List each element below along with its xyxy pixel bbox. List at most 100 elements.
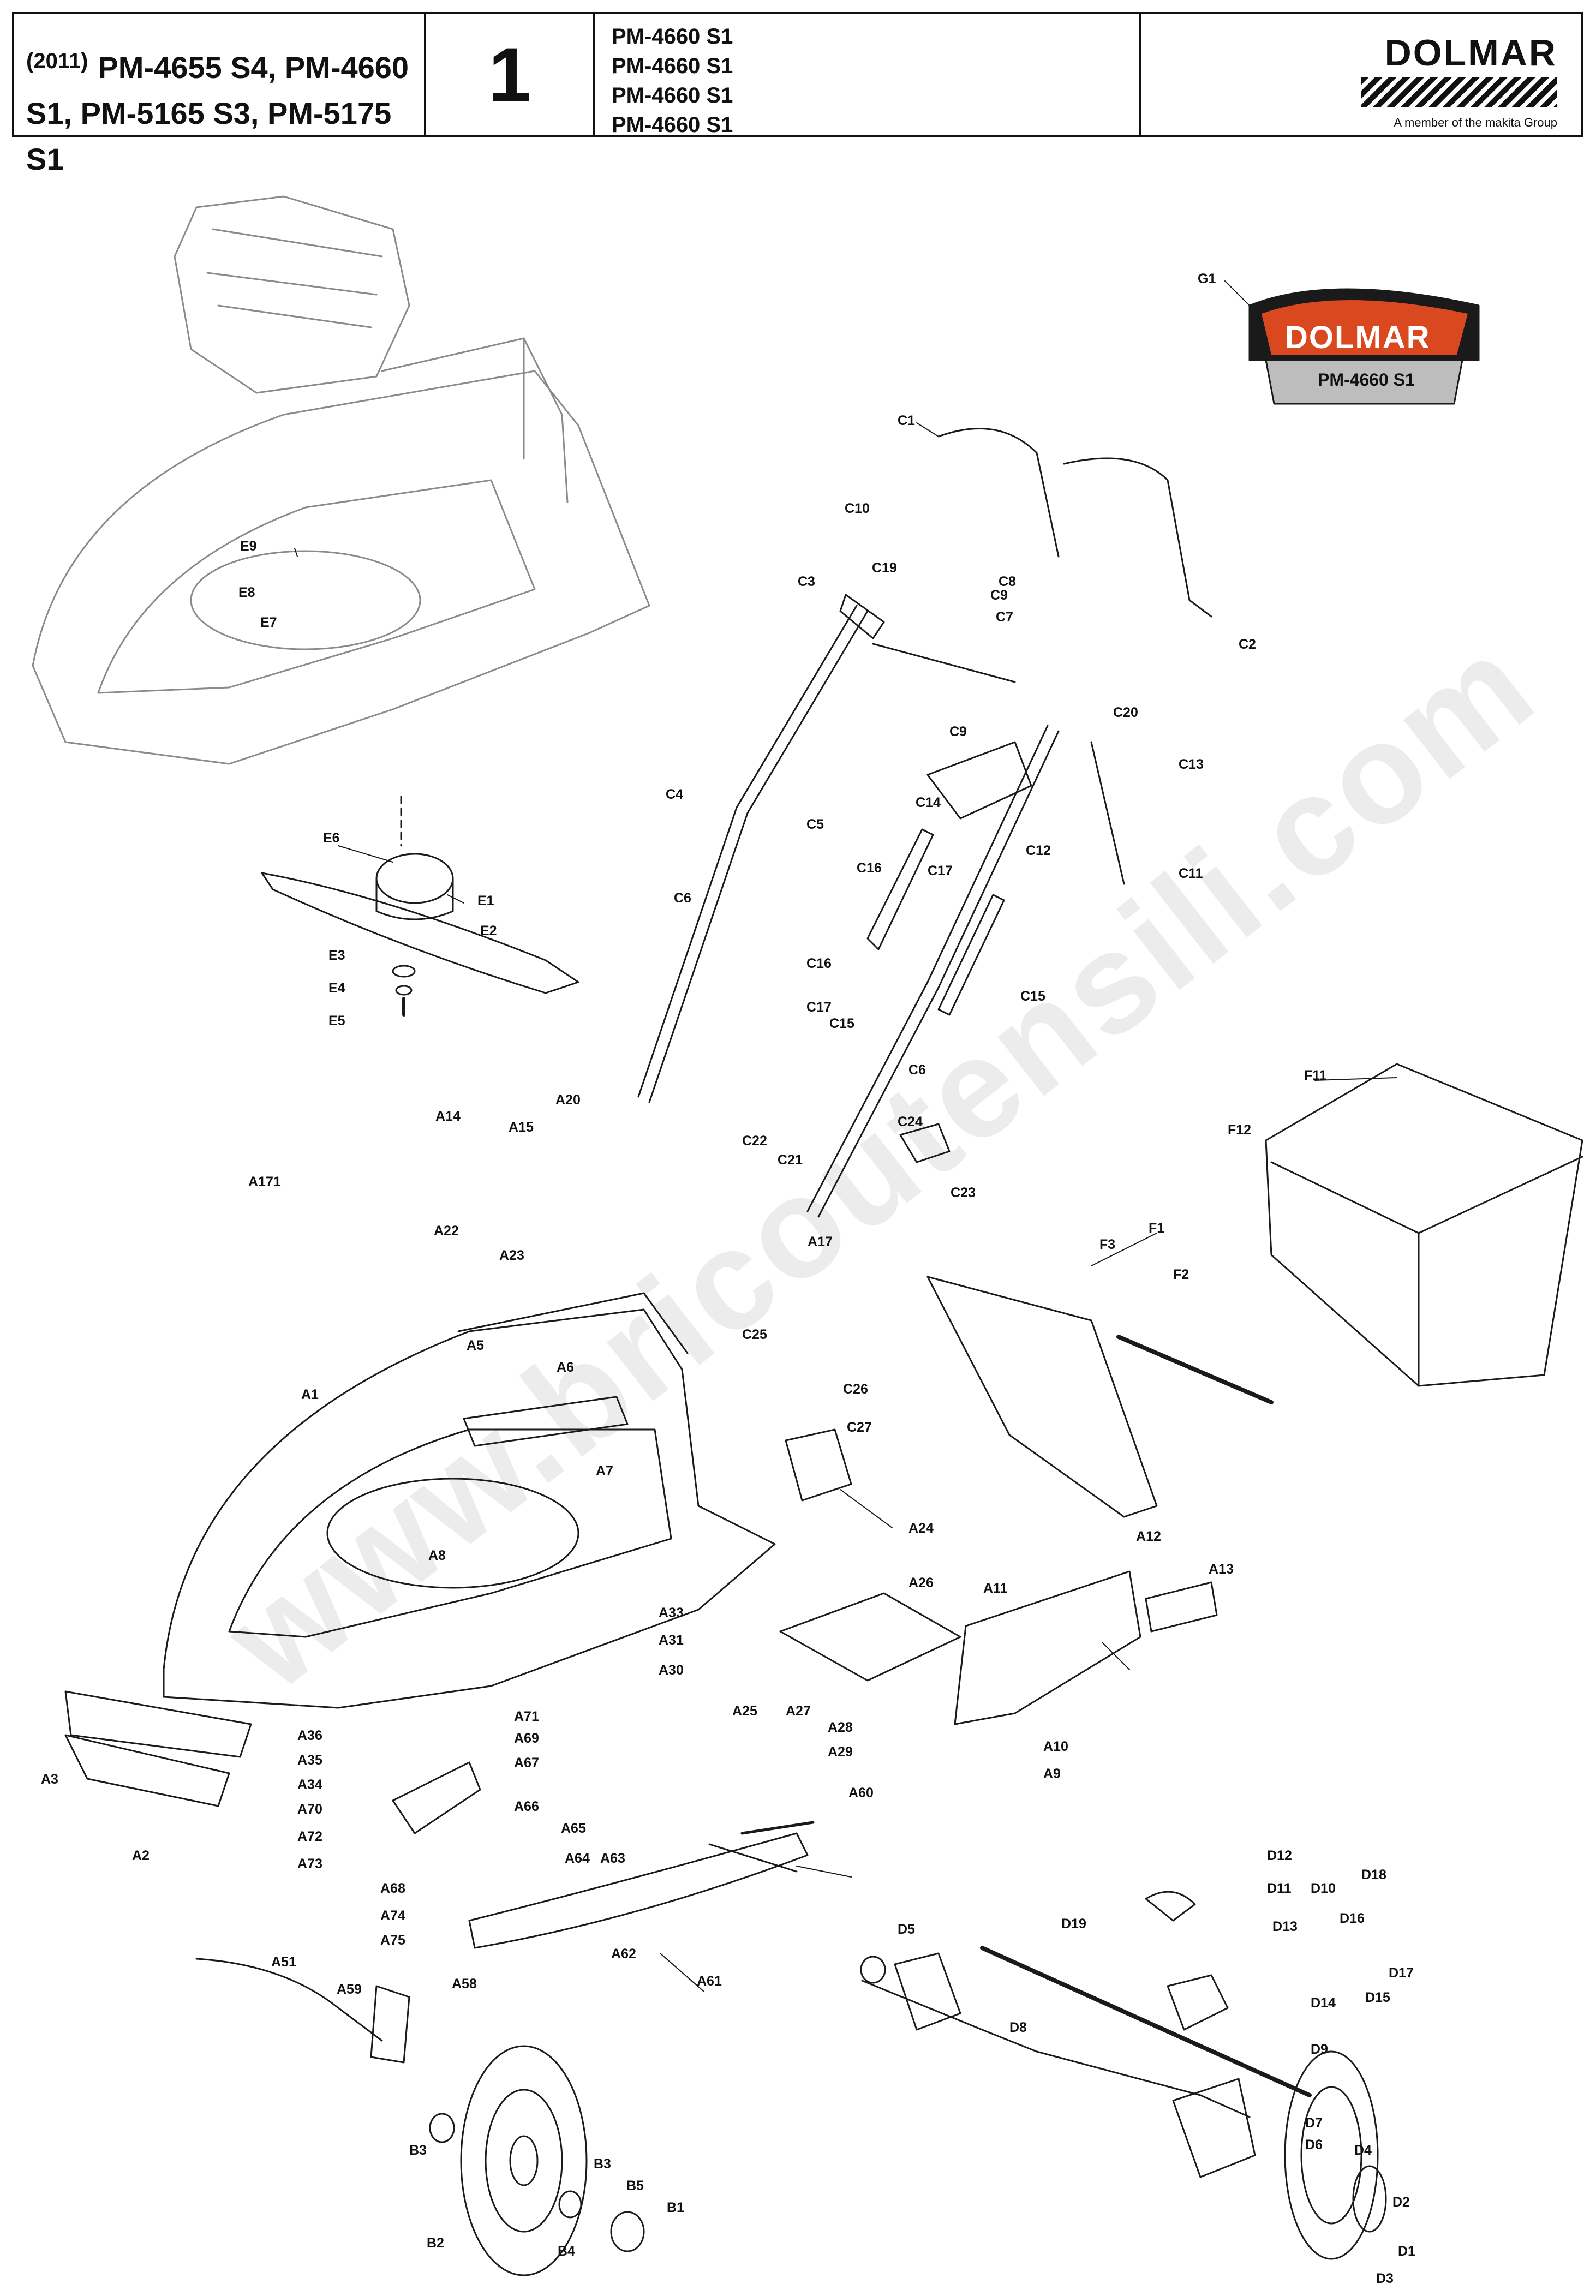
part-label: D15	[1365, 1990, 1390, 2005]
part-label: A1	[301, 1387, 319, 1402]
part-label: F3	[1099, 1237, 1116, 1252]
part-label: C12	[1026, 843, 1051, 858]
part-label: C13	[1179, 757, 1204, 772]
part-label: C24	[898, 1114, 923, 1129]
part-label: A15	[509, 1120, 534, 1135]
part-label: D1	[1398, 2244, 1415, 2259]
part-label: A29	[828, 1744, 853, 1760]
part-label: D17	[1389, 1965, 1414, 1981]
part-label: A72	[297, 1829, 322, 1844]
part-label: C9	[949, 724, 967, 739]
part-label: C11	[1179, 866, 1203, 881]
part-label: A61	[697, 1974, 722, 1989]
part-label: A70	[297, 1802, 322, 1817]
part-label: A9	[1043, 1766, 1061, 1781]
engine-deck-assembly	[32, 195, 650, 765]
part-label: D8	[1009, 2020, 1027, 2035]
part-label: C8	[999, 574, 1016, 589]
brand-logo: DOLMAR	[1384, 32, 1557, 74]
part-label: C4	[666, 787, 683, 802]
part-label: A33	[659, 1605, 684, 1621]
rear-wheel	[429, 2045, 645, 2276]
part-label: B3	[594, 2156, 611, 2172]
part-label: A68	[380, 1881, 405, 1896]
part-label: A63	[600, 1851, 625, 1866]
part-label: A171	[248, 1174, 281, 1189]
part-label: D13	[1272, 1919, 1298, 1934]
drive-assembly	[860, 1891, 1387, 2260]
part-label: E9	[240, 539, 257, 554]
part-label: D11	[1267, 1881, 1292, 1896]
variant-line: PM-4660 S1	[612, 113, 733, 137]
models-line-1: PM-4655 S4, PM-4660	[98, 50, 409, 85]
part-label: A60	[848, 1785, 874, 1801]
part-label: C22	[742, 1133, 767, 1149]
part-label: A27	[786, 1703, 811, 1719]
part-label: C3	[798, 574, 815, 589]
part-label: A14	[435, 1109, 461, 1124]
page-number: 1	[488, 32, 531, 117]
part-label: C5	[806, 817, 824, 832]
part-label: A10	[1043, 1739, 1068, 1754]
mower-deck	[64, 1292, 776, 1807]
deck-accessories	[779, 1428, 1218, 1725]
part-label: A69	[514, 1731, 539, 1746]
part-label: A67	[514, 1755, 539, 1771]
year-label: (2011)	[26, 49, 88, 73]
part-label: C20	[1113, 705, 1138, 720]
part-label: C27	[847, 1420, 872, 1435]
height-adjust-linkage	[195, 1761, 815, 2064]
model-badge	[1248, 288, 1480, 405]
part-label: E2	[480, 923, 497, 938]
part-label: A5	[467, 1338, 484, 1353]
part-label: B1	[667, 2200, 684, 2215]
part-label: D14	[1311, 1995, 1336, 2011]
brand-stripes	[1361, 77, 1557, 107]
part-label: E1	[477, 893, 494, 908]
part-label: C23	[951, 1185, 976, 1200]
part-label: C15	[1020, 989, 1045, 1004]
part-label: B4	[558, 2244, 575, 2259]
part-label: F1	[1149, 1221, 1165, 1236]
part-label: A2	[132, 1848, 150, 1863]
part-label: C16	[806, 956, 832, 971]
brand-tagline: A member of the makita Group	[1394, 116, 1557, 129]
part-label: A8	[428, 1548, 446, 1563]
models-line-2: S1, PM-5165 S3, PM-5175 S1	[26, 96, 392, 176]
part-label: A17	[808, 1234, 833, 1249]
part-label: A22	[434, 1223, 459, 1239]
part-label: F12	[1228, 1122, 1252, 1138]
badge-brand: DOLMAR	[1285, 320, 1431, 355]
part-label: C19	[872, 560, 897, 576]
part-label: D7	[1305, 2115, 1323, 2131]
part-label: C14	[916, 795, 941, 810]
part-label: C15	[829, 1016, 854, 1031]
part-label: E7	[260, 615, 277, 630]
part-label: A62	[611, 1946, 636, 1962]
part-label: C7	[996, 609, 1013, 625]
part-label: A20	[555, 1092, 581, 1108]
part-label: A23	[499, 1248, 524, 1263]
part-label: A34	[297, 1777, 322, 1792]
title-block: (2011) PM-4655 S4, PM-4660 S1, PM-5165 S3…	[12, 12, 1583, 176]
part-label: G1	[1198, 271, 1216, 286]
part-label: E3	[328, 948, 345, 963]
part-label: A59	[337, 1982, 362, 1997]
model-list: (2011) PM-4655 S4, PM-4660 S1, PM-5165 S3…	[26, 45, 419, 182]
part-label: A11	[983, 1581, 1008, 1596]
part-label: B5	[626, 2178, 644, 2193]
part-label: D5	[898, 1922, 915, 1937]
part-label: B3	[409, 2143, 427, 2158]
part-label: D16	[1340, 1911, 1365, 1926]
part-label: A7	[596, 1463, 613, 1479]
part-label: A3	[41, 1772, 58, 1787]
badge-model: PM-4660 S1	[1318, 370, 1415, 390]
part-label: C10	[845, 501, 870, 516]
part-label: D19	[1061, 1916, 1086, 1932]
variant-line: PM-4660 S1	[612, 83, 733, 107]
part-label: D9	[1311, 2042, 1328, 2057]
part-label: E4	[328, 980, 345, 996]
part-label: C16	[857, 860, 882, 876]
blade-assembly	[261, 796, 579, 1017]
